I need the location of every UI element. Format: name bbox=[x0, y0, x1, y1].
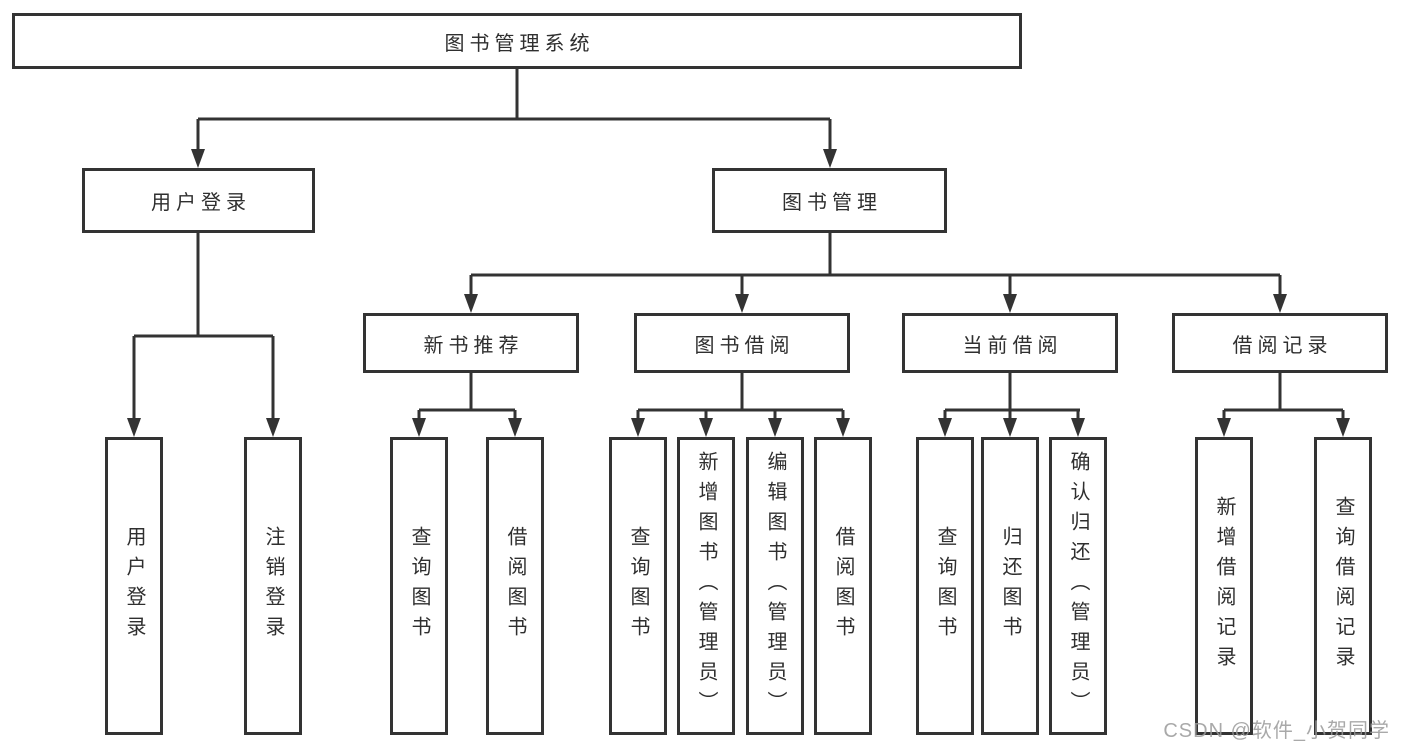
leaf-borrow-edit-admin-label: 编辑图书（管理员） bbox=[764, 451, 786, 721]
node-book-borrow: 图书借阅 bbox=[634, 313, 850, 373]
leaf-records-add-label: 新增借阅记录 bbox=[1213, 496, 1235, 676]
node-current-borrow: 当前借阅 bbox=[902, 313, 1118, 373]
csdn-watermark: CSDN @软件_小贺同学 bbox=[1163, 720, 1390, 742]
leaf-user-login: 用户登录 bbox=[105, 437, 163, 735]
root-node-library-system: 图书管理系统 bbox=[12, 13, 1022, 69]
node-user-login: 用户登录 bbox=[82, 168, 315, 233]
leaf-current-confirm-admin: 确认归还（管理员） bbox=[1049, 437, 1107, 735]
leaf-newbooks-query-label: 查询图书 bbox=[408, 526, 430, 646]
node-user-login-label: 用户登录 bbox=[151, 192, 251, 214]
node-current-borrow-label: 当前借阅 bbox=[962, 334, 1063, 357]
leaf-borrow-borrow: 借阅图书 bbox=[814, 437, 872, 735]
leaf-records-query: 查询借阅记录 bbox=[1314, 437, 1372, 735]
leaf-logout: 注销登录 bbox=[244, 437, 302, 735]
node-new-book-recommend: 新书推荐 bbox=[363, 313, 579, 373]
node-borrow-records: 借阅记录 bbox=[1172, 313, 1388, 373]
leaf-borrow-query: 查询图书 bbox=[609, 437, 667, 735]
leaf-borrow-borrow-label: 借阅图书 bbox=[832, 526, 854, 646]
leaf-newbooks-borrow-label: 借阅图书 bbox=[504, 526, 526, 646]
node-new-book-recommend-label: 新书推荐 bbox=[423, 334, 524, 357]
leaf-user-login-label: 用户登录 bbox=[123, 526, 145, 646]
leaf-borrow-edit-admin: 编辑图书（管理员） bbox=[746, 437, 804, 735]
leaf-current-return-label: 归还图书 bbox=[999, 526, 1021, 646]
node-book-borrow-label: 图书借阅 bbox=[694, 334, 795, 357]
leaf-borrow-add-admin: 新增图书（管理员） bbox=[677, 437, 735, 735]
leaf-records-query-label: 查询借阅记录 bbox=[1332, 496, 1354, 676]
node-book-management-label: 图书管理 bbox=[782, 192, 882, 214]
root-node-label: 图书管理系统 bbox=[444, 32, 595, 55]
node-book-management: 图书管理 bbox=[712, 168, 947, 233]
leaf-current-return: 归还图书 bbox=[981, 437, 1039, 735]
node-borrow-records-label: 借阅记录 bbox=[1232, 334, 1333, 357]
leaf-borrow-query-label: 查询图书 bbox=[627, 526, 649, 646]
leaf-newbooks-borrow: 借阅图书 bbox=[486, 437, 544, 735]
leaf-logout-label: 注销登录 bbox=[262, 526, 284, 646]
leaf-records-add: 新增借阅记录 bbox=[1195, 437, 1253, 735]
leaf-current-query-label: 查询图书 bbox=[934, 526, 956, 646]
leaf-current-confirm-admin-label: 确认归还（管理员） bbox=[1067, 451, 1089, 721]
leaf-current-query: 查询图书 bbox=[916, 437, 974, 735]
leaf-borrow-add-admin-label: 新增图书（管理员） bbox=[695, 451, 717, 721]
leaf-newbooks-query: 查询图书 bbox=[390, 437, 448, 735]
